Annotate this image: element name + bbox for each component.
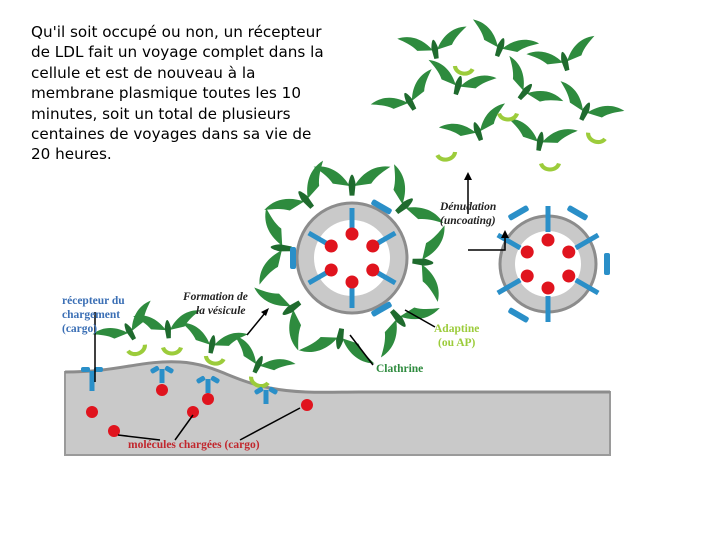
membrane-receptors [81,366,278,418]
label-recepteur-line: récepteur du [62,295,125,307]
coated-vesicle [253,160,445,364]
label-clathrine: Clathrine [376,363,423,375]
caption-line: de LDL fait un voyage complet dans la [31,43,324,62]
uncoated-vesicle [496,205,610,323]
caption-line: membrane plasmique toutes les 10 [31,84,301,103]
label-formation-line: Formation de [182,291,248,303]
caption-line: 20 heures. [31,145,112,164]
caption-text: Qu'il soit occupé ou non, un récepteur d… [31,22,351,165]
caption-line: centaines de voyages dans sa vie de [31,125,312,144]
label-denudation-line: Dénudation [439,201,496,213]
label-molecules: molécules chargées (cargo) [128,439,260,451]
process-arrows [94,178,506,441]
caption-line: minutes, soit un total de plusieurs [31,104,291,123]
caption-line: Qu'il soit occupé ou non, un récepteur [31,23,322,41]
label-adaptine-line: (ou AP) [438,337,476,349]
label-denudation-line: (uncoating) [440,215,496,227]
free-cargo-molecules [108,399,313,437]
label-recepteur-line: chargement [62,309,120,321]
label-adaptine-line: Adaptine [434,323,479,335]
label-formation-line: la vésicule [196,305,246,317]
caption-line: cellule et est de nouveau à la [31,63,256,82]
label-recepteur-line: (cargo) [62,323,97,335]
released-clathrin [370,19,625,172]
